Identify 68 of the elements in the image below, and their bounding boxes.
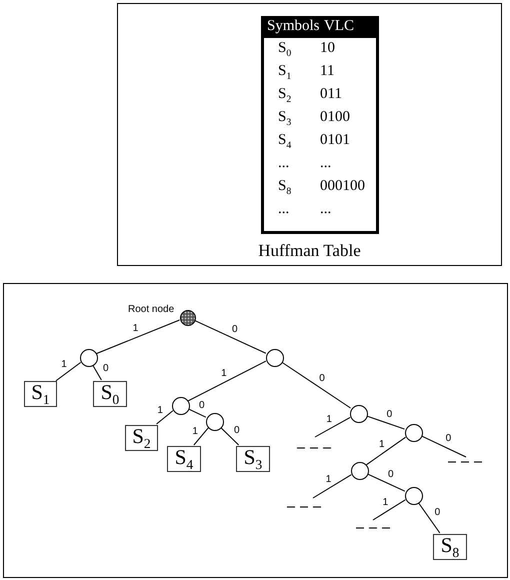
- table-cell: S$_{4}$: [278, 133, 292, 151]
- table-cell: 0101: [320, 133, 350, 148]
- table-cell: S$_{8}$: [278, 179, 292, 197]
- edge-label: 1: [378, 440, 386, 450]
- table-cell: 000100: [320, 179, 365, 194]
- table-cell: S$_{3}$: [278, 110, 292, 128]
- tree-branch: [372, 498, 406, 520]
- tree-branch: [187, 360, 266, 401]
- tree-node-circle: [351, 462, 369, 480]
- tree-node-circle: [172, 397, 190, 415]
- tree-branch: [193, 319, 266, 354]
- panel-title: Huffman Table: [257, 241, 362, 261]
- tree-branch: [312, 474, 352, 498]
- table-cell: 0100: [320, 110, 350, 125]
- table-cell: S$_{2}$: [278, 87, 292, 105]
- edge-label: 1: [191, 426, 199, 437]
- table-cell: 10: [320, 41, 335, 56]
- tree-branch: [417, 501, 440, 533]
- table-cell: 011: [320, 87, 342, 102]
- edge-label: 1: [220, 368, 228, 379]
- table-cell: ...: [320, 156, 332, 171]
- panel: [3, 283, 508, 578]
- symbol-leaf-box: S$_{2}$: [125, 425, 158, 451]
- root-node-circle: [180, 310, 196, 326]
- tree-branch: [365, 436, 406, 465]
- tree-branch: [192, 426, 208, 445]
- edge-label: 1: [324, 474, 332, 485]
- edge-label: 0: [102, 364, 110, 374]
- table-cell: ...: [320, 202, 332, 217]
- edge-label: 0: [231, 324, 239, 335]
- tree-branch: [366, 472, 405, 492]
- tree-branch: [187, 408, 206, 418]
- node-caption: Root node: [128, 304, 174, 315]
- table-cell: S$_{0}$: [278, 41, 292, 59]
- edge-label: 0: [318, 374, 326, 384]
- tree-branch: [92, 364, 102, 380]
- tree-node-circle: [266, 349, 284, 367]
- symbol-leaf-box: S$_{3}$: [236, 446, 270, 472]
- symbol-leaf-box: S$_{4}$: [167, 446, 201, 472]
- table-cell: ...: [278, 156, 290, 171]
- table-cell: 11: [320, 64, 334, 79]
- tree-branch: [55, 361, 81, 381]
- tree-branch: [420, 434, 466, 457]
- edge-label: 0: [198, 400, 206, 411]
- tree-node-circle: [405, 487, 423, 505]
- edge-label: 0: [444, 434, 452, 444]
- tree-node-circle: [350, 405, 368, 423]
- table-cell: S$_{1}$: [278, 64, 292, 82]
- edge-label: 0: [386, 470, 395, 480]
- symbol-leaf-box: S$_{8}$: [433, 534, 467, 560]
- table-header: Symbols: [267, 19, 320, 34]
- symbol-leaf-box: S$_{0}$: [93, 381, 127, 407]
- tree-branch: [366, 414, 404, 430]
- tree-branch: [219, 426, 239, 445]
- edge-label: 0: [233, 426, 241, 436]
- table-cell: ...: [278, 202, 290, 217]
- table-header: VLC: [324, 19, 354, 34]
- tree-branch: [95, 319, 180, 354]
- symbol-leaf-box: S$_{1}$: [24, 381, 57, 407]
- tree-node-circle: [80, 349, 98, 367]
- tree-branch: [314, 416, 350, 437]
- edge-label: 0: [434, 508, 442, 518]
- edge-label: 0: [386, 410, 394, 420]
- tree-node-circle: [206, 413, 224, 431]
- tree-branch: [280, 361, 350, 408]
- panel: [117, 3, 502, 266]
- tree-node-circle: [405, 424, 423, 442]
- tree-branch: [156, 410, 173, 424]
